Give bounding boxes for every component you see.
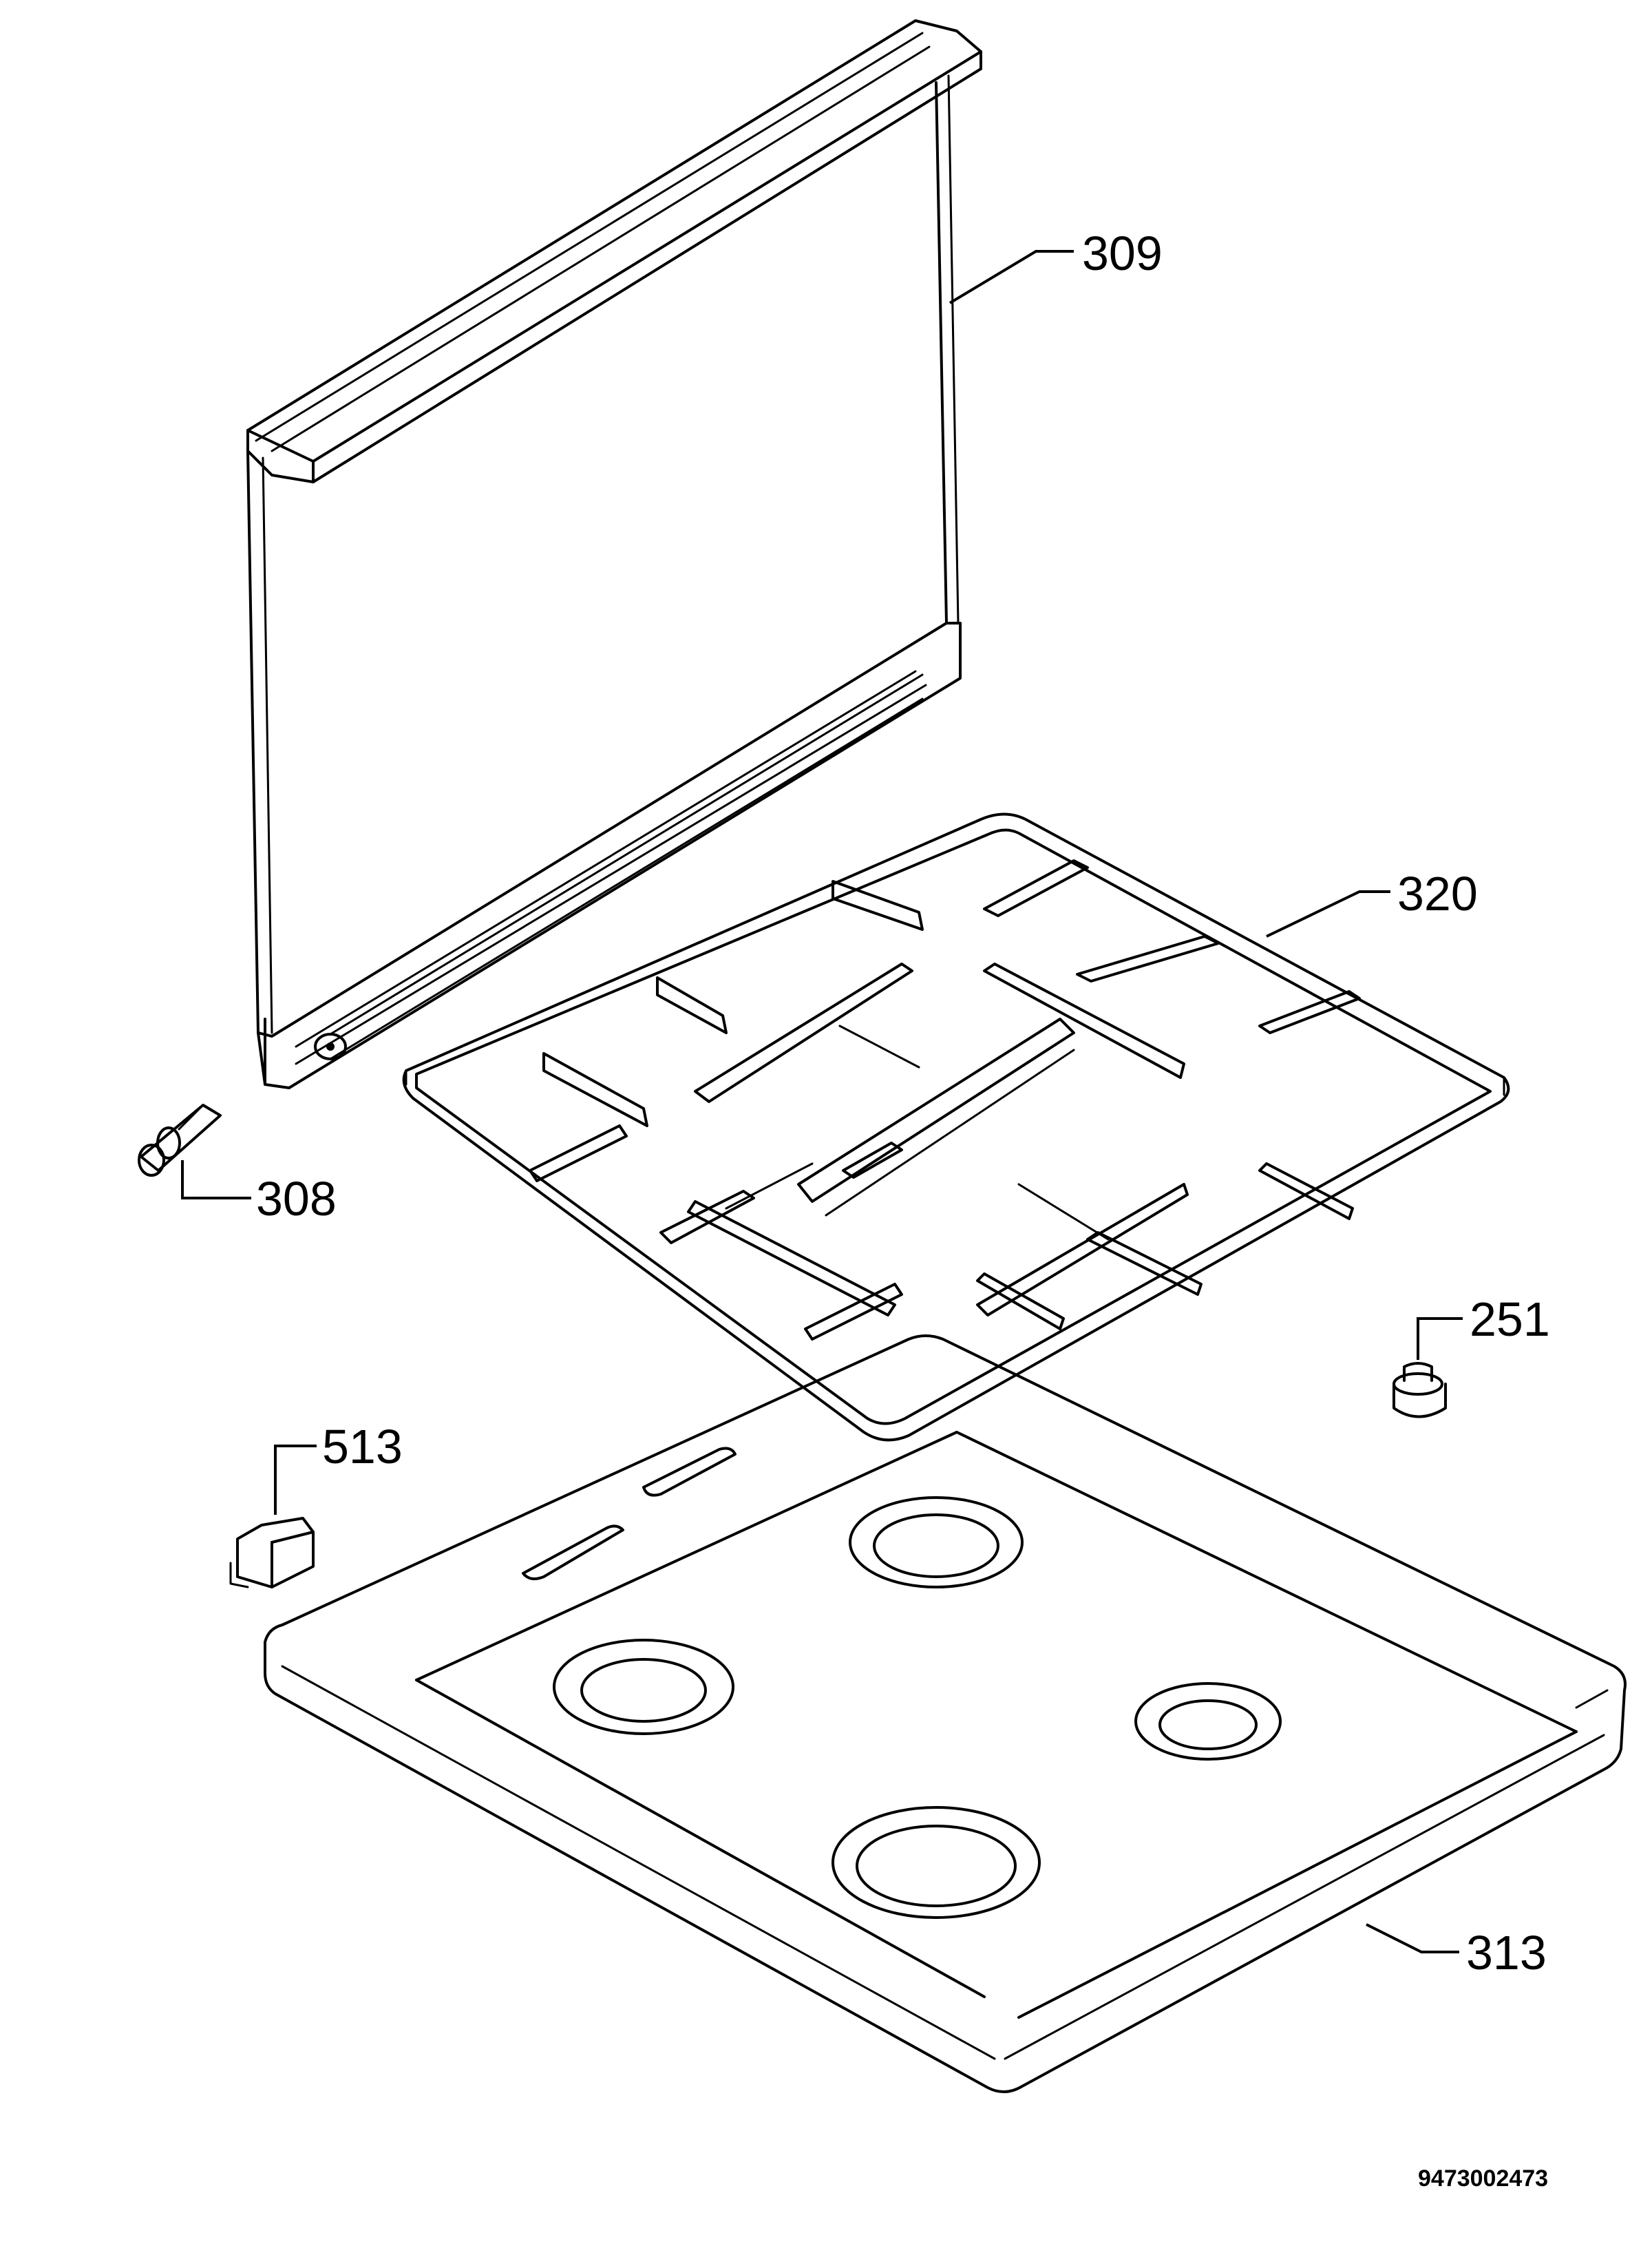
pan-support-320 [402, 812, 1510, 1442]
callout-309: 309 [1082, 227, 1163, 280]
document-number: 9473002473 [1418, 2165, 1548, 2192]
foot-251 [1392, 1362, 1447, 1418]
callout-320: 320 [1397, 867, 1478, 921]
callout-251: 251 [1470, 1292, 1550, 1346]
callout-308: 308 [256, 1172, 337, 1226]
glass-lid-309 [246, 19, 982, 1089]
screw-308 [138, 1104, 222, 1177]
callout-513: 513 [322, 1420, 403, 1473]
callout-labels: 309 320 308 251 513 313 [256, 227, 1550, 1980]
callout-313: 313 [1466, 1926, 1547, 1980]
clip-513 [229, 1517, 315, 1588]
hob-plate-313 [264, 1334, 1627, 2093]
leader-lines [181, 250, 1463, 1953]
